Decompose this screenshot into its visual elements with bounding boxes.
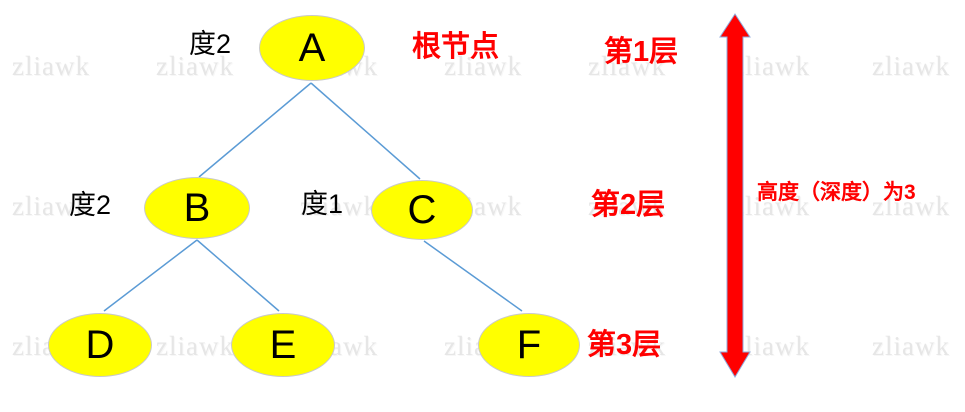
degree-label-b: 度2: [69, 190, 112, 220]
root-node-label: 根节点: [412, 31, 500, 63]
level-1-label: 第1层: [604, 36, 679, 68]
edge-A-B: [198, 82, 312, 178]
edge-B-D: [103, 239, 198, 312]
node-F: F: [478, 313, 580, 377]
edge-B-E: [196, 239, 280, 312]
node-D: D: [48, 313, 152, 377]
level-2-label: 第2层: [591, 189, 666, 221]
degree-label-c: 度1: [301, 189, 344, 219]
edge-C-F: [423, 240, 523, 312]
height-arrow: [719, 13, 751, 378]
edge-A-C: [310, 82, 421, 180]
node-C: C: [371, 180, 473, 240]
height-depth-label: 高度（深度）为3: [757, 181, 916, 204]
degree-label-root: 度2: [189, 29, 232, 59]
node-B: B: [144, 177, 250, 239]
node-E: E: [231, 313, 335, 377]
node-A: A: [259, 15, 365, 81]
level-3-label: 第3层: [587, 329, 662, 361]
